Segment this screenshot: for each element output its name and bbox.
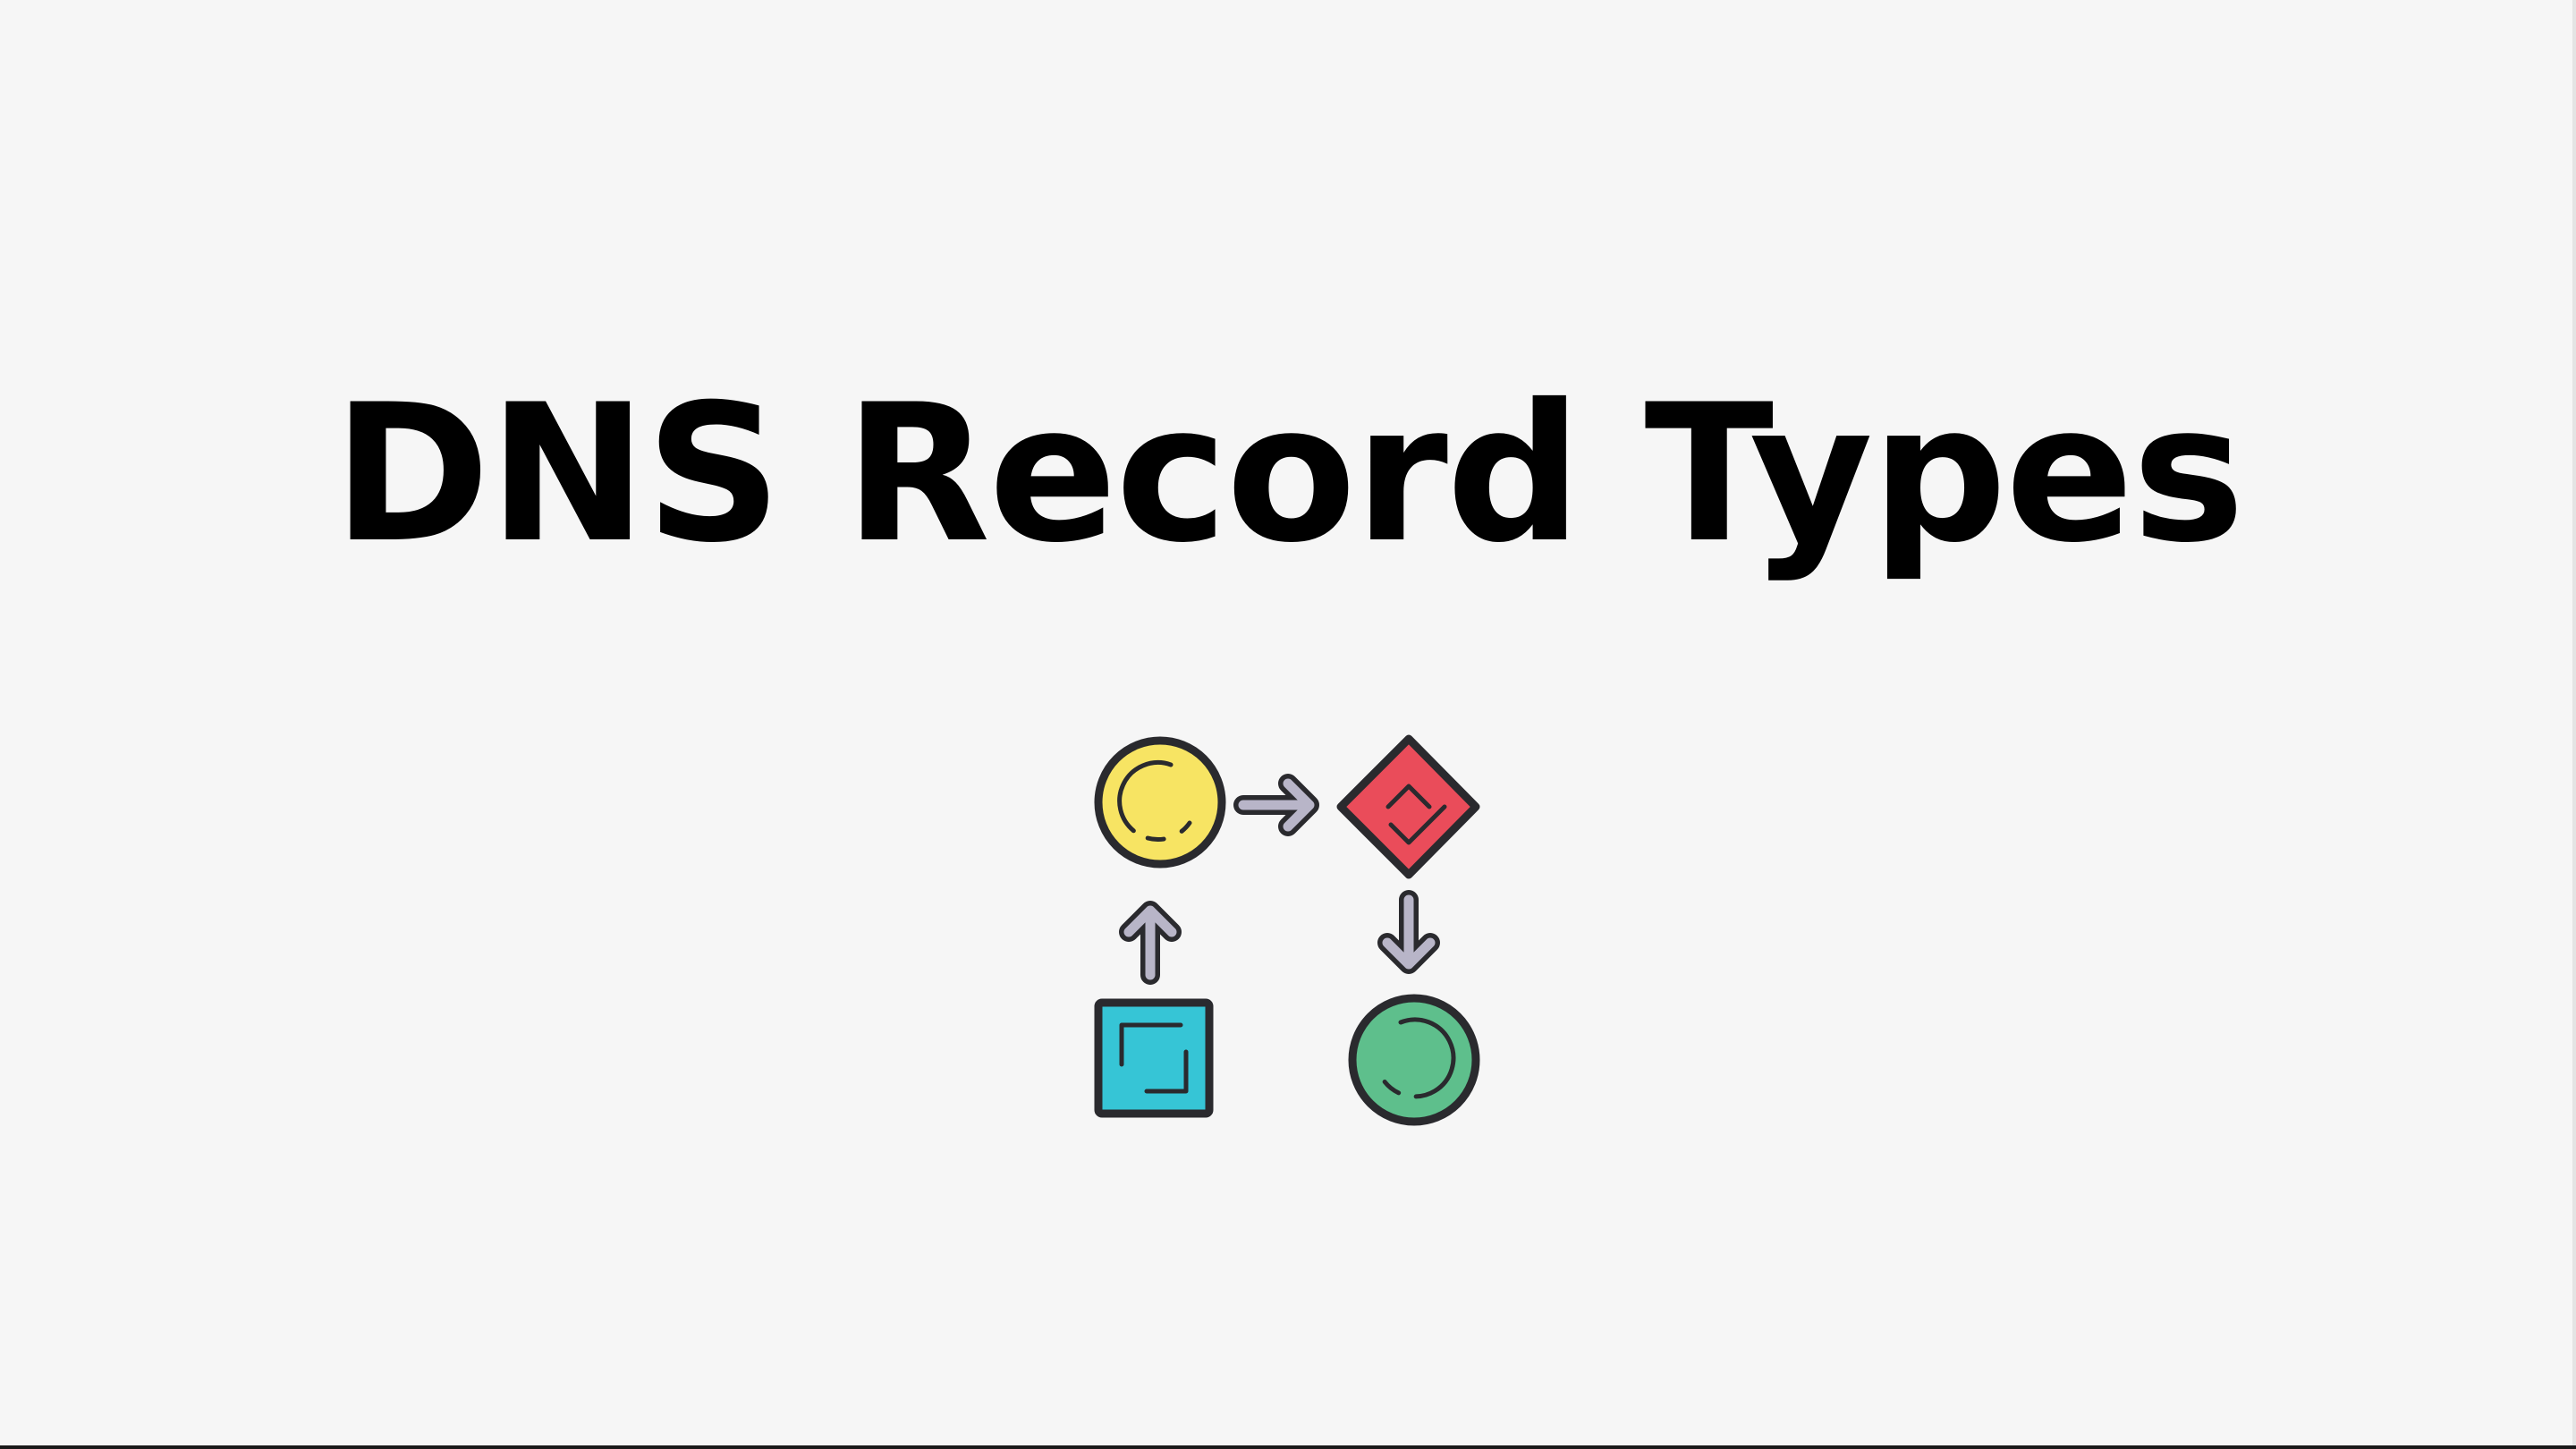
page-title: DNS Record Types: [333, 363, 2245, 584]
cyan-square-icon: [1094, 998, 1214, 1118]
red-diamond-icon: [1336, 734, 1480, 879]
arrow-right-icon: [1233, 774, 1319, 836]
yellow-circle-icon: [1094, 736, 1226, 869]
green-circle-icon: [1348, 994, 1480, 1126]
bottom-border: [0, 1445, 2576, 1449]
process-flow-icon: [1082, 724, 1494, 1136]
arrow-up-icon: [1119, 901, 1182, 985]
arrow-down-icon: [1377, 890, 1440, 974]
